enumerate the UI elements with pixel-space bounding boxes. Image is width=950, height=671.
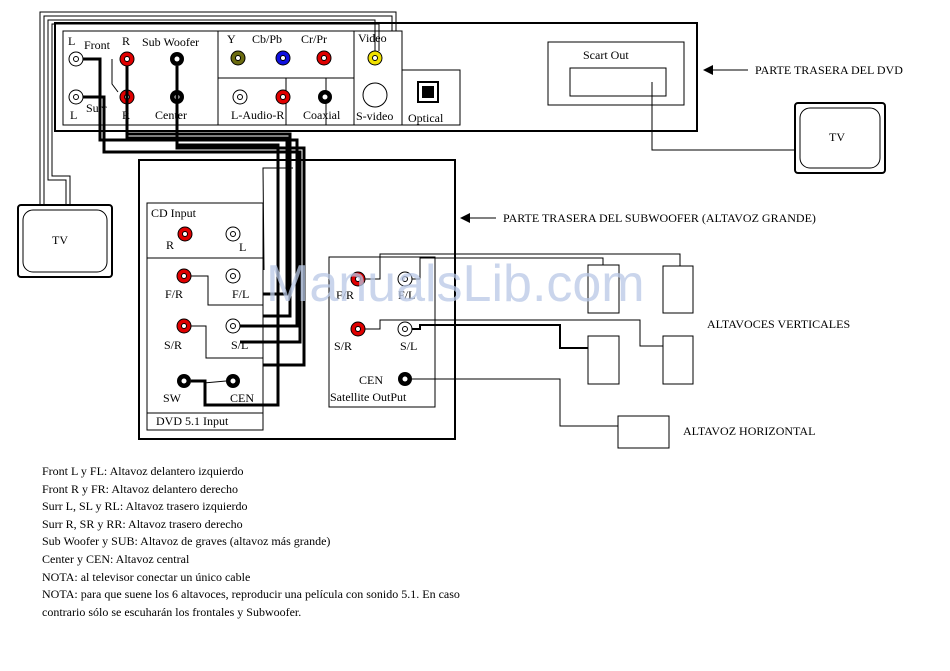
legend-line: NOTA: al televisor conectar un único cab… — [42, 569, 251, 584]
cd-input-label: CD Input — [151, 206, 197, 220]
svideo-label: S-video — [356, 109, 393, 123]
coaxial-label: Coaxial — [303, 108, 341, 122]
rear-left-speaker — [662, 335, 694, 385]
scart-out-label: Scart Out — [583, 48, 629, 62]
in-fr-label: F/R — [165, 287, 183, 301]
tv-left-label: TV — [52, 233, 68, 247]
dvd-rear-panel — [54, 22, 698, 132]
rear-right-speaker — [587, 335, 620, 385]
svideo-jack — [362, 82, 388, 108]
dvd-labels: L Front R Sub Woofer L Surr R Center Y C… — [68, 31, 629, 125]
video-cable — [39, 11, 397, 205]
subwoofer-input-connectors — [176, 226, 241, 388]
front-right-speaker — [587, 264, 620, 314]
center-speaker — [617, 415, 670, 449]
scart-cable — [651, 82, 795, 151]
legend-notes: Front L y FL: Altavoz delantero izquierd… — [42, 463, 682, 621]
speaker-cables — [365, 253, 681, 427]
cd-l-jack — [225, 226, 241, 242]
front-left-speaker — [662, 265, 694, 314]
front-l-jack — [68, 51, 84, 67]
surr-l-label: L — [70, 108, 77, 122]
audio-label: L-Audio-R — [231, 108, 284, 122]
legend-line: Sub Woofer y SUB: Altavoz de graves (alt… — [42, 534, 331, 549]
cr-label: Cr/Pr — [301, 32, 327, 46]
legend-line: contrario sólo se escuharán los frontale… — [42, 604, 302, 619]
legend-line: Center y CEN: Altavoz central — [42, 551, 190, 566]
in-sl-jack — [225, 318, 241, 334]
subwoofer-label: Sub Woofer — [142, 35, 199, 49]
tv-right-label: TV — [829, 130, 845, 144]
surr-l-jack — [68, 89, 84, 105]
audio-l-jack — [232, 89, 248, 105]
vertical-speakers-label: ALTAVOCES VERTICALES — [707, 317, 850, 331]
y-label: Y — [227, 32, 236, 46]
surr-label: Surr — [86, 101, 107, 115]
subwoofer-callout: PARTE TRASERA DEL SUBWOOFER (ALTAVOZ GRA… — [460, 211, 816, 225]
vertical-speakers — [587, 264, 694, 385]
out-fl-label: F/L — [398, 288, 415, 302]
optical-label: Optical — [408, 111, 444, 125]
dvd-input-label: DVD 5.1 Input — [156, 414, 229, 428]
out-sl-label: S/L — [400, 339, 417, 353]
in-cen-label: CEN — [230, 391, 254, 405]
dvd-left-cables — [83, 57, 302, 344]
legend-line: Front R y FR: Altavoz delantero derecho — [42, 481, 238, 496]
cb-label: Cb/Pb — [252, 32, 282, 46]
out-fr-label: F/R — [336, 288, 354, 302]
dvd-callout-label: PARTE TRASERA DEL DVD — [755, 63, 903, 77]
in-sr-label: S/R — [164, 338, 182, 352]
dvd-thin-cables — [111, 59, 293, 271]
dvd-callout: PARTE TRASERA DEL DVD — [703, 63, 903, 77]
out-cen-label: CEN — [359, 373, 383, 387]
legend-line: NOTA: para que suene los 6 altavoces, re… — [42, 587, 460, 602]
horizontal-speaker-label: ALTAVOZ HORIZONTAL — [683, 424, 815, 438]
in-fl-label: F/L — [232, 287, 249, 301]
video-label: Video — [358, 31, 387, 45]
front-label: Front — [84, 38, 111, 52]
manualslib-watermark: ManualsLib.com — [266, 255, 645, 313]
satellite-output-label: Satellite OutPut — [330, 390, 407, 404]
cd-l-label: L — [239, 240, 246, 254]
in-sl-label: S/L — [231, 338, 248, 352]
dvd-to-subwoofer-cables — [125, 66, 306, 407]
subwoofer-labels: CD Input R L F/R F/L S/R S/L SW CEN DVD … — [151, 206, 417, 428]
front-r-label: R — [122, 34, 130, 48]
cd-r-label: R — [166, 238, 174, 252]
out-sr-label: S/R — [334, 339, 352, 353]
legend-line: Surr L, SL y RL: Altavoz trasero izquier… — [42, 499, 248, 514]
front-l-label: L — [68, 34, 75, 48]
dvd-connectors — [68, 50, 439, 108]
legend-line: Front L y FL: Altavoz delantero izquierd… — [42, 464, 244, 478]
out-sl-jack — [397, 321, 413, 337]
subwoofer-callout-label: PARTE TRASERA DEL SUBWOOFER (ALTAVOZ GRA… — [503, 211, 816, 225]
center-label: Center — [155, 108, 187, 122]
in-sw-label: SW — [163, 391, 182, 405]
legend-line: Surr R, SR y RR: Altavoz trasero derecho — [42, 516, 243, 531]
in-fl-jack — [225, 268, 241, 284]
tv-left: TV — [17, 204, 113, 278]
tv-right: TV — [794, 102, 886, 174]
subwoofer-output-connectors — [350, 271, 413, 386]
